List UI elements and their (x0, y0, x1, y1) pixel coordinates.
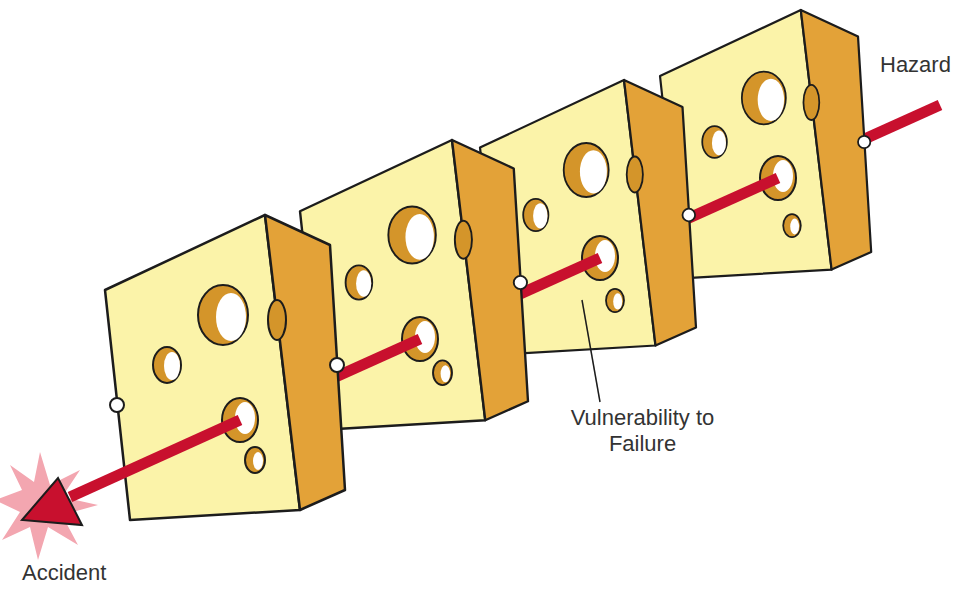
leader-line (582, 300, 600, 402)
accident-burst (0, 452, 98, 560)
cheese-slice (105, 215, 345, 520)
hazard-label: Hazard (880, 52, 974, 78)
accident-label: Accident (22, 560, 162, 586)
hazard-rod (70, 420, 240, 497)
vulnerability-label: Vulnerability to Failure (555, 405, 730, 458)
cheese-slice (660, 10, 871, 278)
arrow-head (22, 478, 82, 525)
